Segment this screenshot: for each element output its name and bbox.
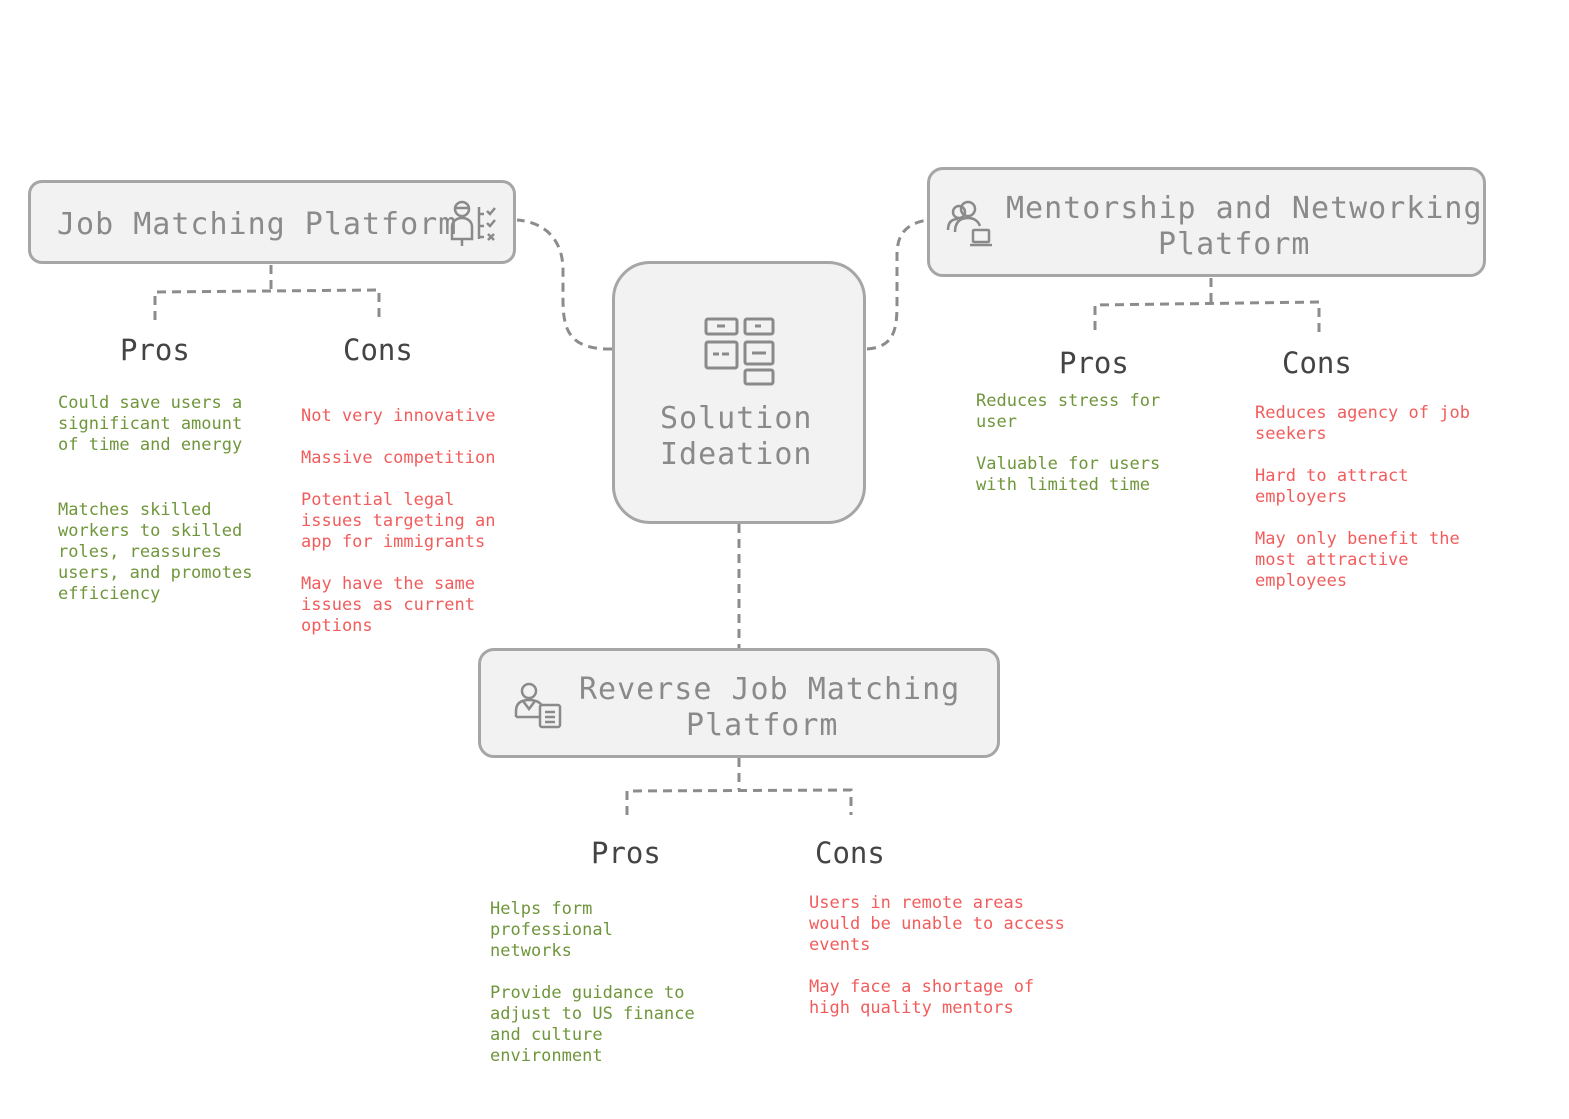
mentorship-pros-heading: Pros	[1059, 346, 1129, 380]
bracket-job-matching	[153, 265, 381, 322]
layout-grid-icon	[703, 316, 779, 388]
reverse-title-line1: Reverse Job Matching	[579, 672, 961, 707]
job-matching-pros-heading: Pros	[120, 333, 190, 367]
mentorship-title-line2: Platform	[1158, 227, 1311, 262]
reverse-pros-heading: Pros	[591, 836, 661, 870]
solution-ideation-node[interactable]: Solution Ideation	[612, 261, 866, 524]
bracket-mentorship	[1093, 278, 1321, 335]
reverse-title-line2: Platform	[686, 708, 839, 743]
center-title-line2: Ideation	[660, 437, 813, 472]
center-title-line1: Solution	[660, 401, 813, 436]
mentorship-node[interactable]: Mentorship and Networking Platform	[927, 167, 1486, 277]
reverse-cons-heading: Cons	[815, 836, 885, 870]
job-matching-title: Job Matching Platform	[57, 207, 458, 242]
people-laptop-icon	[946, 198, 998, 250]
job-matching-node[interactable]: Job Matching Platform	[28, 180, 516, 264]
job-matching-cons-heading: Cons	[343, 333, 413, 367]
mentorship-cons-heading: Cons	[1282, 346, 1352, 380]
job-matching-con-1: Not very innovative	[301, 406, 496, 426]
person-resume-icon	[513, 681, 565, 731]
connector-center-mentorship	[866, 218, 928, 351]
bracket-reverse	[625, 758, 853, 815]
job-matching-con-2: Massive competition	[301, 448, 496, 468]
reverse-job-matching-node[interactable]: Reverse Job Matching Platform	[478, 648, 1000, 758]
connector-center-job-matching	[516, 218, 613, 351]
mentorship-title-line1: Mentorship and Networking	[1006, 191, 1483, 226]
person-checklist-icon	[449, 199, 501, 249]
